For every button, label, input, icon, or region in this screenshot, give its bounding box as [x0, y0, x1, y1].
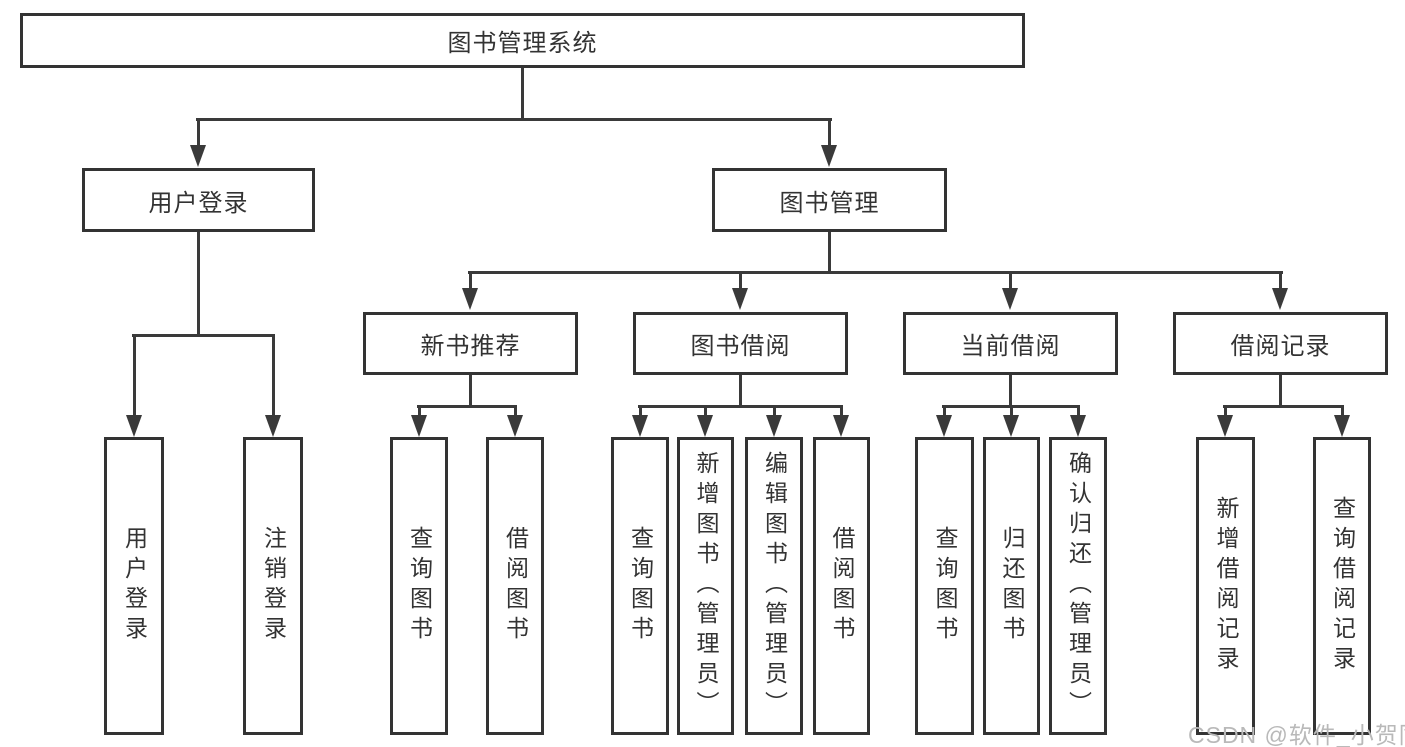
connector: [638, 405, 843, 408]
leaf-borrow-query-book: 查询图书: [611, 437, 669, 735]
leaf-borrow-edit-book-admin: 编辑图书（管理员）: [745, 437, 803, 735]
leaf-borrow-query-book-label: 查询图书: [627, 526, 654, 646]
leaf-recommend-query-book-label: 查询图书: [406, 526, 433, 646]
arrow-down-icon: [126, 415, 142, 437]
leaf-record-add-record: 新增借阅记录: [1196, 437, 1255, 735]
leaf-current-return-book-label: 归还图书: [999, 526, 1025, 646]
connector: [828, 118, 831, 148]
connector: [1341, 405, 1344, 418]
leaf-record-add-record-label: 新增借阅记录: [1213, 496, 1239, 676]
connector: [840, 405, 843, 418]
node-current-borrow: 当前借阅: [903, 312, 1118, 375]
connector: [469, 271, 472, 291]
leaf-current-query-book-label: 查询图书: [932, 526, 958, 646]
arrow-down-icon: [1003, 415, 1019, 437]
leaf-logout-login: 注销登录: [243, 437, 303, 735]
connector: [417, 405, 517, 408]
connector: [514, 405, 517, 418]
arrow-down-icon: [632, 415, 648, 437]
connector: [943, 405, 946, 418]
leaf-borrow-add-book-admin: 新增图书（管理员）: [677, 437, 734, 735]
connector: [418, 405, 421, 418]
connector: [739, 271, 742, 291]
leaf-borrow-borrow-book: 借阅图书: [813, 437, 870, 735]
connector: [1010, 405, 1013, 418]
connector: [828, 232, 831, 274]
leaf-current-confirm-return-admin-label: 确认归还（管理员）: [1065, 451, 1092, 721]
leaf-borrow-borrow-book-label: 借阅图书: [829, 526, 855, 646]
leaf-current-confirm-return-admin: 确认归还（管理员）: [1049, 437, 1107, 735]
arrow-down-icon: [936, 415, 952, 437]
arrow-down-icon: [766, 415, 782, 437]
arrow-down-icon: [1272, 288, 1288, 310]
connector: [1009, 375, 1012, 408]
arrow-down-icon: [1002, 288, 1018, 310]
node-book-management: 图书管理: [712, 168, 947, 232]
arrow-down-icon: [821, 145, 837, 167]
connector: [1223, 405, 1344, 408]
connector: [272, 334, 275, 418]
leaf-recommend-borrow-book-label: 借阅图书: [502, 526, 529, 646]
arrow-down-icon: [1217, 415, 1233, 437]
leaf-record-query-record-label: 查询借阅记录: [1329, 496, 1356, 676]
leaf-current-return-book: 归还图书: [983, 437, 1040, 735]
connector: [1009, 271, 1012, 291]
connector: [197, 118, 200, 148]
connector: [773, 405, 776, 418]
leaf-borrow-add-book-admin-label: 新增图书（管理员）: [693, 451, 719, 721]
connector: [469, 375, 472, 408]
connector: [132, 334, 275, 337]
node-borrow-record: 借阅记录: [1173, 312, 1388, 375]
arrow-down-icon: [265, 415, 281, 437]
connector: [196, 118, 832, 121]
leaf-current-query-book: 查询图书: [915, 437, 974, 735]
arrow-down-icon: [411, 415, 427, 437]
leaf-user-login-label: 用户登录: [121, 526, 148, 646]
arrow-down-icon: [1334, 415, 1350, 437]
watermark: CSDN @软件_小贺同学: [1188, 722, 1405, 747]
connector: [739, 375, 742, 408]
arrow-down-icon: [833, 415, 849, 437]
arrow-down-icon: [462, 288, 478, 310]
leaf-logout-login-label: 注销登录: [260, 526, 287, 646]
connector: [133, 334, 136, 418]
connector: [197, 232, 200, 337]
arrow-down-icon: [190, 145, 206, 167]
connector: [521, 68, 524, 120]
node-book-borrow: 图书借阅: [633, 312, 848, 375]
leaf-recommend-query-book: 查询图书: [390, 437, 448, 735]
connector: [639, 405, 642, 418]
leaf-record-query-record: 查询借阅记录: [1313, 437, 1371, 735]
node-new-book-recommend: 新书推荐: [363, 312, 578, 375]
connector: [1279, 271, 1282, 291]
leaf-user-login: 用户登录: [104, 437, 164, 735]
leaf-recommend-borrow-book: 借阅图书: [486, 437, 544, 735]
leaf-borrow-edit-book-admin-label: 编辑图书（管理员）: [761, 451, 788, 721]
arrow-down-icon: [507, 415, 523, 437]
connector: [1279, 375, 1282, 408]
arrow-down-icon: [1070, 415, 1086, 437]
node-user-login: 用户登录: [82, 168, 315, 232]
node-root: 图书管理系统: [20, 13, 1025, 68]
connector: [1224, 405, 1227, 418]
connector: [468, 271, 1283, 274]
arrow-down-icon: [697, 415, 713, 437]
arrow-down-icon: [732, 288, 748, 310]
connector: [1077, 405, 1080, 418]
connector: [704, 405, 707, 418]
